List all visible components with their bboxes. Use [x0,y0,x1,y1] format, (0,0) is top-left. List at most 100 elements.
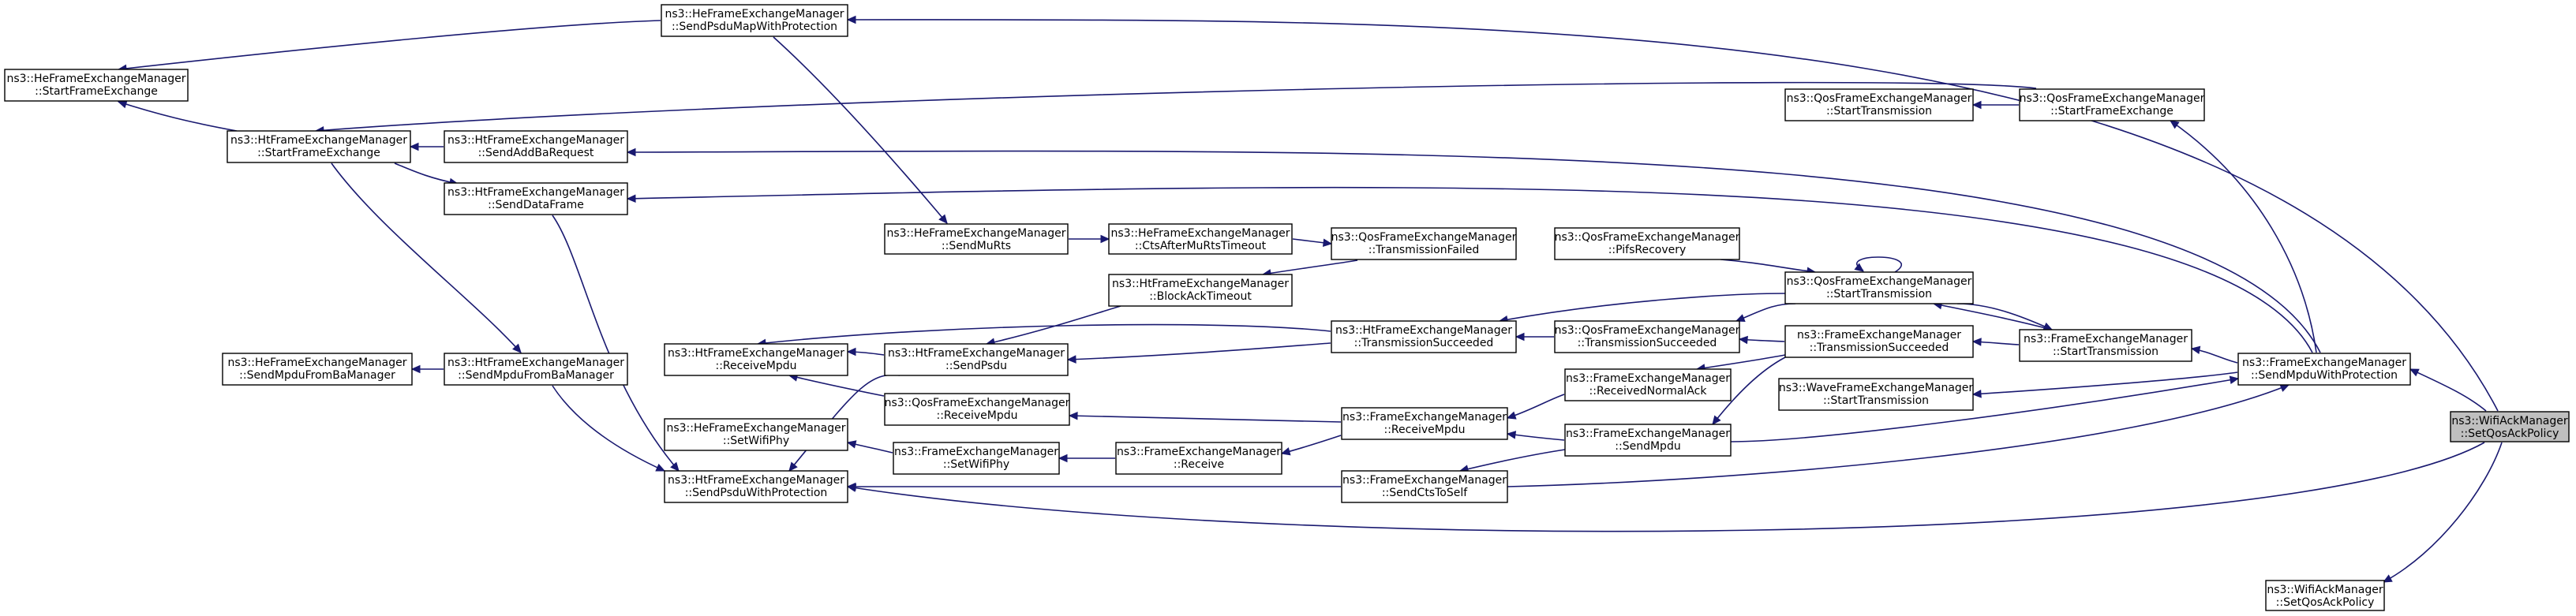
edge-line [1735,303,1796,322]
node-qos-txfailed[interactable]: ns3::QosFrameExchangeManager::Transmissi… [1331,227,1517,260]
edge-he-sendpsdumap-to-wifi-setqos [846,15,2499,412]
edge-arrowhead [670,461,680,472]
node-label-line: ns3::QosFrameExchangeManager [2020,92,2205,105]
edge-arrowhead [626,147,636,157]
edge-arrowhead [846,15,856,24]
edge-ht-recvmpdu-to-qos-recvmpdu [788,373,885,397]
node-ht-txsucc[interactable]: ns3::HtFrameExchangeManager::Transmissio… [1331,320,1517,353]
edge-fem-sendmpdu-wp-to-wifi-setqos [2409,368,2487,412]
edge-qos-starttx-a-to-qos-startfe [1971,100,2019,110]
node-fem-recvmpdu[interactable]: ns3::FrameExchangeManager::ReceiveMpdu [1341,407,1508,440]
edge-line [1281,435,1342,454]
node-ht-sendpsdu[interactable]: ns3::HtFrameExchangeManager::SendPsdu [884,343,1069,376]
node-fem-starttx[interactable]: ns3::FrameExchangeManager::StartTransmis… [2019,329,2192,362]
node-label-line: ns3::HeFrameExchangeManager [6,73,185,85]
node-label-line: ::SendMpduFromBaManager [458,369,614,382]
node-label-line: ns3::FrameExchangeManager [1342,474,1507,487]
node-label-line: ns3::WaveFrameExchangeManager [1779,382,1974,394]
edge-fem-sendmpdu-wp-to-fem-sendmpdu [1730,375,2240,442]
node-label-line: ns3::HtFrameExchangeManager [230,134,407,147]
node-qos-starttx-b[interactable]: ns3::QosFrameExchangeManager::StartTrans… [1784,271,1974,304]
node-label-line: ::StartFrameExchange [35,85,158,98]
node-ht-senddata[interactable]: ns3::HtFrameExchangeManager::SendDataFra… [444,182,628,215]
node-ht-sendmpdufromba[interactable]: ns3::HtFrameExchangeManager::SendMpduFro… [444,353,628,386]
node-he-sendmpdufromba[interactable]: ns3::HeFrameExchangeManager::SendMpduFro… [222,353,413,386]
node-label-line: ::TransmissionSucceeded [1810,342,1949,354]
node-label-line: ::PifsRecovery [1608,244,1687,256]
edge-arrowhead [1515,332,1525,342]
node-label-line: ::BlockAckTimeout [1149,290,1252,303]
node-ht-startfe[interactable]: ns3::HtFrameExchangeManager::StartFrameE… [227,130,411,163]
node-qos-startfe[interactable]: ns3::QosFrameExchangeManager::StartFrame… [2019,88,2205,121]
edge-line [1499,293,1786,322]
edge-he-startfe-to-ht-startfe [117,100,238,132]
node-fem-sendmpdu[interactable]: ns3::FrameExchangeManager::SendMpdu [1564,424,1732,457]
node-label-line: ::SendDataFrame [488,199,584,211]
edge-line [2383,442,2503,583]
node-fem-setwifiphy[interactable]: ns3::FrameExchangeManager::SetWifiPhy [893,442,1060,475]
edge-qos-starttx-b-to-qos-starttx-b [1854,256,1903,273]
edge-qos-recvmpdu-to-fem-recvmpdu [1068,411,1342,423]
edge-line [552,215,680,472]
node-qos-pifs[interactable]: ns3::QosFrameExchangeManager::PifsRecove… [1554,227,1740,260]
node-fem-sendcts[interactable]: ns3::FrameExchangeManager::SendCtsToSelf [1341,470,1508,503]
node-box [1115,442,1282,475]
node-he-sendmurts[interactable]: ns3::HeFrameExchangeManager::SendMuRts [884,223,1069,255]
edge-qos-txsucc-to-fem-txsucc [1738,335,1785,345]
edge-line [1507,394,1565,419]
node-he-setwifiphy[interactable]: ns3::HeFrameExchangeManager::SetWifiPhy [664,418,848,451]
edge-line [1730,378,2239,442]
node-label-line: ns3::FrameExchangeManager [2242,357,2406,369]
node-ht-sendaddba[interactable]: ns3::HtFrameExchangeManager::SendAddBaRe… [444,130,628,163]
node-qos-txsucc[interactable]: ns3::QosFrameExchangeManager::Transmissi… [1554,320,1740,353]
node-label-line: ::SendPsdu [945,360,1007,372]
edge-ht-recvmpdu-to-ht-sendpsdu [846,347,885,357]
node-fem-receive[interactable]: ns3::FrameExchangeManager::Receive [1115,442,1282,475]
node-label-line: ns3::HtFrameExchangeManager [668,347,844,360]
edge-arrowhead [655,463,666,472]
node-he-ctsafter[interactable]: ns3::HeFrameExchangeManager::CtsAfterMuR… [1108,223,1293,255]
node-box [2019,329,2192,362]
edge-line [1262,259,1358,275]
node-ht-sendpsdu-wp[interactable]: ns3::HtFrameExchangeManager::SendPsduWit… [664,470,848,503]
edge-arrowhead [1854,263,1864,272]
node-qos-recvmpdu[interactable]: ns3::QosFrameExchangeManager::ReceiveMpd… [884,393,1070,426]
node-ht-blockack[interactable]: ns3::HtFrameExchangeManager::BlockAckTim… [1108,274,1293,307]
node-box [1554,320,1740,353]
node-he-startfe[interactable]: ns3::HeFrameExchangeManager::StartFrameE… [4,69,189,102]
node-fem-recvnormalack[interactable]: ns3::FrameExchangeManager::ReceivedNorma… [1564,368,1732,401]
edge-arrowhead [1058,454,1068,463]
node-wifi-setqos[interactable]: ns3::WifiAckManager::SetQosAckPolicy [2450,411,2570,442]
node-label-line: ns3::HeFrameExchangeManager [886,227,1065,240]
node-fem-sendmpdu-wp[interactable]: ns3::FrameExchangeManager::SendMpduWithP… [2237,353,2411,386]
edge-line [1459,449,1566,472]
node-label-line: ns3::FrameExchangeManager [1342,411,1507,424]
node-ht-recvmpdu[interactable]: ns3::HtFrameExchangeManager::ReceiveMpdu [664,343,848,376]
edge-arrowhead [1971,338,1982,346]
edge-ht-txsucc-to-qos-txsucc [1515,332,1554,342]
node-label-line: ::SendPsduWithProtection [685,487,828,499]
edge-arrowhead [938,214,948,224]
edge-line [1507,384,2290,487]
node-box [444,353,628,386]
edge-he-sendmpdufromba-to-ht-sendmpdufromba [410,364,444,374]
node-wifi-setqos2[interactable]: ns3::WifiAckManager::SetQosAckPolicy [2265,580,2385,611]
node-box [444,130,628,163]
edge-ht-recvmpdu-to-ht-txsucc [756,323,1331,348]
node-he-sendpsdumap[interactable]: ns3::HeFrameExchangeManager::SendPsduMap… [661,4,848,37]
node-wave-starttx[interactable]: ns3::WaveFrameExchangeManager::StartTran… [1778,378,1974,411]
node-label-line: ::SendMpduWithProtection [2251,369,2398,382]
node-box [227,130,411,163]
edge-arrowhead [1971,390,1982,398]
edge-line [315,81,2037,132]
edge-wave-starttx-to-fem-sendmpdu-wp [1971,371,2238,398]
node-label-line: ns3::HtFrameExchangeManager [1335,324,1512,337]
edge-arrowhead [409,142,419,151]
node-qos-starttx-a[interactable]: ns3::QosFrameExchangeManager::StartTrans… [1784,88,1974,121]
node-label-line: ::TransmissionSucceeded [1578,337,1717,349]
node-layer: ns3::WifiAckManager::SetQosAckPolicyns3:… [4,4,2570,611]
edge-layer [117,15,2503,583]
edge-line [2170,120,2317,353]
node-label-line: ns3::HtFrameExchangeManager [888,347,1065,360]
node-fem-txsucc[interactable]: ns3::FrameExchangeManager::TransmissionS… [1784,325,1974,358]
